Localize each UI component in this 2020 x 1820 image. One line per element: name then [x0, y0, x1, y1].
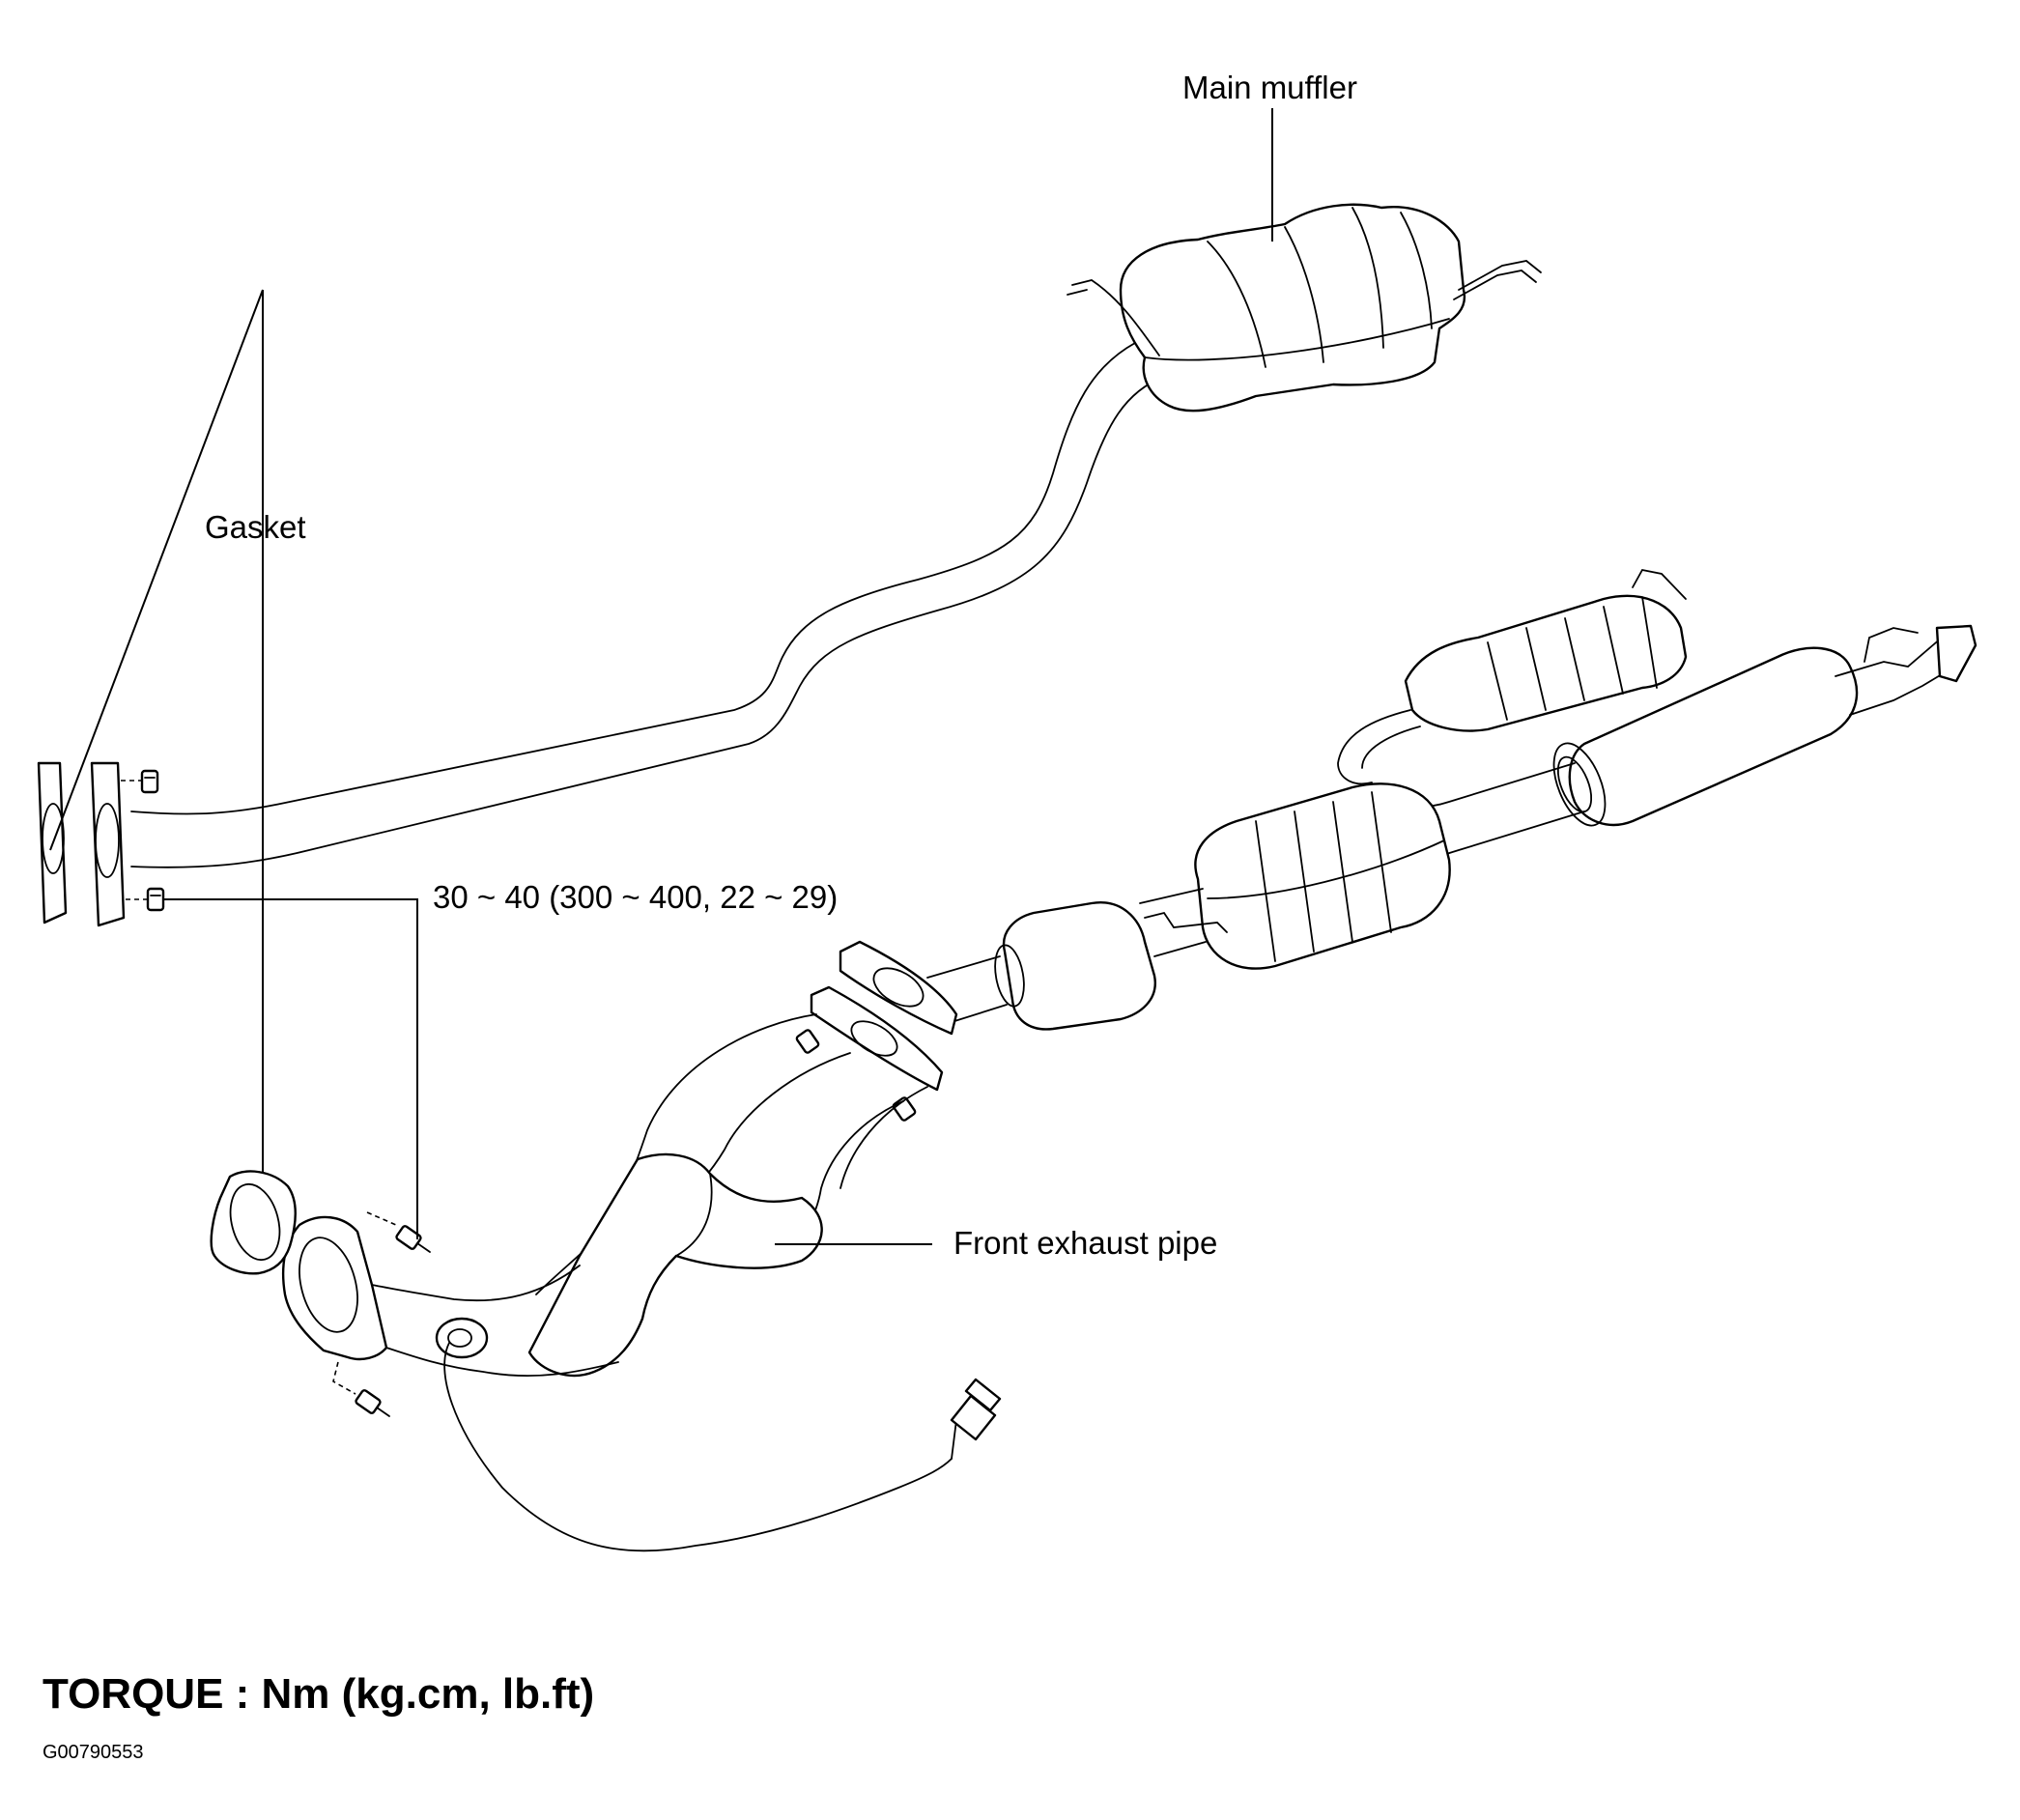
- main-muffler-body: [1119, 203, 1466, 412]
- nut-icon: [795, 1029, 820, 1054]
- heat-shield-bracket: [1144, 911, 1228, 933]
- figure-code: G00790553: [43, 1742, 144, 1763]
- y-junction: [527, 1152, 823, 1378]
- bolt-icon: [355, 1389, 390, 1417]
- bolt-icon: [395, 1225, 431, 1253]
- front-small-converter: [1002, 901, 1156, 1031]
- front-exhaust-pipe: [210, 940, 1002, 1552]
- tail-pipe-lower-edge: [130, 371, 1184, 868]
- torque-leader: [162, 898, 418, 1239]
- rear-flange: [1935, 624, 1977, 683]
- gasket-label: Gasket: [205, 509, 306, 545]
- torque-unit-note: TORQUE : Nm (kg.cm, lb.ft): [43, 1670, 594, 1718]
- main-muffler-assembly: [37, 203, 1542, 927]
- oxygen-sensor: [435, 1317, 1002, 1552]
- center-pipe-assembly: [926, 568, 1977, 1031]
- center-flange-outer: [839, 940, 958, 1036]
- tail-pipe-upper-edge: [130, 332, 1165, 815]
- front-flange: [281, 1215, 388, 1361]
- leader-lines: [49, 108, 1273, 1245]
- flange-left-inner: [90, 761, 126, 927]
- nut-icon: [140, 769, 159, 794]
- muffler-hanger: [1458, 260, 1542, 291]
- upper-catalytic-converter: [1404, 594, 1688, 732]
- front-pipe-lower-leg: [371, 1265, 581, 1302]
- nut-icon: [146, 887, 165, 912]
- torque-spec-label: 30 ~ 40 (300 ~ 400, 22 ~ 29): [433, 879, 838, 915]
- gasket-leader-left: [49, 289, 264, 851]
- center-flange-inner: [810, 985, 944, 1092]
- rear-hanger: [1864, 627, 1919, 663]
- muffler-hanger: [1071, 279, 1160, 356]
- resonator: [1568, 646, 1859, 827]
- front-exhaust-pipe-label: Front exhaust pipe: [953, 1225, 1217, 1261]
- main-muffler-label: Main muffler: [1182, 70, 1357, 105]
- lower-catalytic-converter: [1194, 782, 1451, 970]
